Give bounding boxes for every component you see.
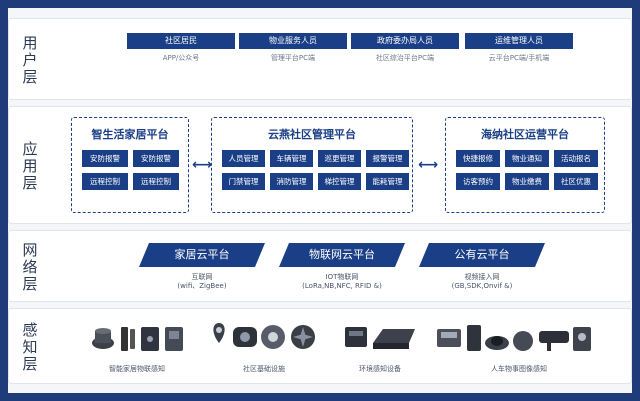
sensor-center-icon <box>268 332 278 342</box>
community-platform-buttons: 人员管理 车辆管理 巡更管理 报警管理 门禁管理 消防管理 梯控管理 能耗管理 <box>222 150 409 190</box>
face-terminal-icon <box>467 325 481 351</box>
dome-lens-icon <box>491 336 503 346</box>
function-button[interactable]: 人员管理 <box>222 150 265 167</box>
community-platform: 云燕社区管理平台 人员管理 车辆管理 巡更管理 报警管理 门禁管理 消防管理 梯… <box>211 117 413 213</box>
function-button[interactable]: 消防管理 <box>270 173 313 190</box>
door-sensor-icon <box>130 329 135 349</box>
sensor-box-icon <box>345 327 367 347</box>
role-chip: 物业服务人员 <box>239 33 347 49</box>
cloud-platform-iot: 物联网云平台 <box>279 243 405 267</box>
layer-label-text: 用户层 <box>20 34 39 86</box>
device-group-caption: 社区基础设施 <box>243 365 285 373</box>
image-sensing-devices <box>437 325 591 351</box>
bullet-camera-icon <box>539 331 569 343</box>
function-button[interactable]: 梯控管理 <box>318 173 361 190</box>
home-platform: 智生活家居平台 安防报警 安防报警 远程控制 远程控制 <box>71 117 189 213</box>
role-terminal: 社区综治平台PC端 <box>375 54 435 62</box>
function-button[interactable]: 安防报警 <box>82 150 128 167</box>
cloud-network-info: IOT物联网 (LoRa,NB,NFC, RFID &) <box>267 273 417 291</box>
function-button[interactable]: 远程控制 <box>133 173 179 190</box>
gateway-base-icon <box>373 343 409 349</box>
role-terminal: 云平台PC端/手机端 <box>488 54 550 62</box>
function-button[interactable]: 快捷报修 <box>456 150 500 167</box>
network-type: IOT物联网 <box>325 273 359 281</box>
terminal-screen-icon <box>441 332 457 338</box>
network-protocols: (wifi、ZigBee) <box>177 282 227 290</box>
user-role-ops: 运维管理人员 云平台PC端/手机端 <box>465 33 573 63</box>
network-type: 视频接入网 <box>464 273 500 281</box>
perception-layer: 感知层 智能家居物联感知 <box>8 308 632 384</box>
diagram-canvas: 用户层 社区居民 APP/公众号 物业服务人员 管理平台PC端 政府委办局人员 … <box>8 8 632 393</box>
device-group-caption: 环境感知设备 <box>359 365 401 373</box>
speed-dome-icon <box>513 331 533 351</box>
camera-mount-icon <box>547 343 551 351</box>
fan-icon <box>291 325 315 349</box>
sensor-display-icon <box>349 331 363 336</box>
cloud-network-info: 互联网 (wifi、ZigBee) <box>127 273 277 291</box>
layer-label-text: 应用层 <box>20 140 39 192</box>
home-platform-buttons: 安防报警 安防报警 远程控制 远程控制 <box>82 150 179 190</box>
environment-sensing-devices <box>345 327 415 349</box>
cloud-network-info: 视频接入网 (GB,SDK,Onvif &) <box>407 273 557 291</box>
role-chip: 社区居民 <box>127 33 235 49</box>
role-terminal: APP/公众号 <box>162 54 200 62</box>
function-button[interactable]: 社区优惠 <box>554 173 598 190</box>
layer-label-text: 网络层 <box>20 241 39 293</box>
function-button[interactable]: 门禁管理 <box>222 173 265 190</box>
network-protocols: (LoRa,NB,NFC, RFID &) <box>302 282 382 290</box>
network-protocols: (GB,SDK,Onvif &) <box>451 282 513 290</box>
function-button[interactable]: 安防报警 <box>133 150 179 167</box>
user-role-property-staff: 物业服务人员 管理平台PC端 <box>239 33 347 63</box>
role-chip: 运维管理人员 <box>465 33 573 49</box>
function-button[interactable]: 访客预约 <box>456 173 500 190</box>
smoke-detector-icon <box>92 328 114 349</box>
function-button[interactable]: 活动报名 <box>554 150 598 167</box>
cloud-platform-home: 家居云平台 <box>139 243 265 267</box>
community-infrastructure-devices <box>213 323 315 349</box>
location-tag-icon <box>213 323 225 343</box>
layer-label-network: 网络层 <box>9 231 49 303</box>
function-button[interactable]: 远程控制 <box>82 173 128 190</box>
layer-label-user: 用户层 <box>9 19 49 101</box>
device-group-caption: 人车物事图像感知 <box>491 365 547 373</box>
platform-title: 智生活家居平台 <box>91 128 169 141</box>
lpr-lens-icon <box>578 333 586 341</box>
reader-lens-icon <box>240 332 250 342</box>
device-group-caption: 智能家居物联感知 <box>109 365 165 373</box>
platform-title: 海纳社区运营平台 <box>481 128 569 141</box>
door-sensor-icon <box>121 327 128 351</box>
function-button[interactable]: 能耗管理 <box>366 173 409 190</box>
application-layer: 应用层 智生活家居平台 安防报警 安防报警 远程控制 远程控制 ⟷ 云燕社区管理… <box>8 106 632 224</box>
function-button[interactable]: 物业缴费 <box>505 173 549 190</box>
user-role-resident: 社区居民 APP/公众号 <box>127 33 235 63</box>
panel-button-icon <box>147 336 153 342</box>
function-button[interactable]: 车辆管理 <box>270 150 313 167</box>
bidirectional-arrow-icon: ⟷ <box>418 157 439 173</box>
smart-home-devices <box>92 327 183 351</box>
network-layer: 网络层 家居云平台 互联网 (wifi、ZigBee) 物联网云平台 IOT物联… <box>8 230 632 302</box>
user-role-government: 政府委办局人员 社区综治平台PC端 <box>351 33 459 63</box>
function-button[interactable]: 巡更管理 <box>318 150 361 167</box>
cloud-platform-public: 公有云平台 <box>419 243 545 267</box>
operation-platform-buttons: 快捷报修 物业通知 活动报名 访客预约 物业缴费 社区优惠 <box>456 150 598 190</box>
operation-platform: 海纳社区运营平台 快捷报修 物业通知 活动报名 访客预约 物业缴费 社区优惠 <box>445 117 605 213</box>
network-type: 互联网 <box>191 273 213 281</box>
function-button[interactable]: 物业通知 <box>505 150 549 167</box>
layer-label-app: 应用层 <box>9 107 49 225</box>
bidirectional-arrow-icon: ⟷ <box>192 157 213 173</box>
role-chip: 政府委办局人员 <box>351 33 459 49</box>
user-layer: 用户层 社区居民 APP/公众号 物业服务人员 管理平台PC端 政府委办局人员 … <box>8 18 632 100</box>
platform-title: 云燕社区管理平台 <box>268 128 356 141</box>
lock-keypad-icon <box>169 331 179 339</box>
layer-label-text: 感知层 <box>20 321 39 373</box>
role-terminal: 管理平台PC端 <box>270 54 316 62</box>
gateway-device-icon <box>373 329 415 343</box>
layer-label-perception: 感知层 <box>9 309 49 385</box>
function-button[interactable]: 报警管理 <box>366 150 409 167</box>
